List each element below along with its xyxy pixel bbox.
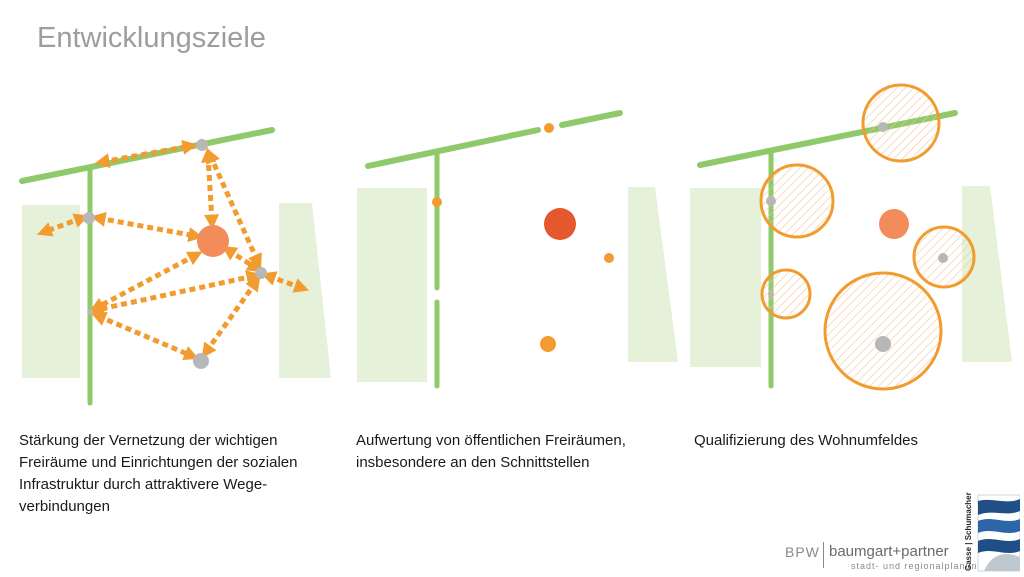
center-node bbox=[879, 209, 909, 239]
residential-area-bottom bbox=[823, 271, 943, 391]
connector-right-out bbox=[260, 271, 310, 293]
green-area-right bbox=[962, 186, 1012, 362]
green-area-right bbox=[628, 187, 678, 362]
caption-line: Aufwertung von öffentlichen Freiräumen, bbox=[356, 432, 626, 449]
open-space-center bbox=[544, 208, 576, 240]
connector-top-center bbox=[200, 147, 220, 230]
connector-left-center bbox=[90, 211, 204, 243]
open-space-bottom bbox=[540, 336, 556, 352]
connector-left-out bbox=[36, 213, 90, 237]
node-right bbox=[938, 253, 948, 263]
caption-open-spaces: Aufwertung von öffentlichen Freiräumen, … bbox=[356, 430, 666, 474]
partner-logo: Gasse | Schumacher bbox=[962, 492, 1020, 573]
caption-line: Infrastruktur durch attraktivere Wege- bbox=[19, 476, 268, 493]
node-bottom bbox=[193, 353, 209, 369]
page-title: Entwicklungsziele bbox=[37, 22, 266, 54]
node-bottom bbox=[875, 336, 891, 352]
green-area-left bbox=[22, 205, 80, 378]
open-space-top bbox=[544, 123, 554, 133]
panel-3-residential bbox=[690, 83, 1012, 391]
node-upper-left bbox=[766, 196, 776, 206]
node-top bbox=[878, 122, 888, 132]
green-area-right bbox=[279, 203, 331, 378]
open-space-left bbox=[432, 197, 442, 207]
partner-logo-icon bbox=[977, 494, 1020, 572]
node-right bbox=[255, 267, 267, 279]
connector-right-bottom bbox=[201, 275, 261, 359]
green-area-left bbox=[357, 188, 427, 382]
caption-line: Stärkung der Vernetzung der wichtigen bbox=[19, 432, 278, 449]
residential-area-lower-left bbox=[760, 268, 812, 320]
caption-residential: Qualifizierung des Wohnumfeldes bbox=[694, 430, 1004, 452]
caption-line: Qualifizierung des Wohnumfeldes bbox=[694, 432, 919, 449]
partner-logo-text: Gasse | Schumacher bbox=[964, 492, 973, 571]
node-top bbox=[196, 139, 208, 151]
company-subtitle: stadt- und regionalplanung bbox=[851, 561, 984, 571]
connector-center-right bbox=[221, 245, 263, 273]
panel-2-open-spaces bbox=[357, 110, 678, 389]
caption-network: Stärkung der Vernetzung der wichtigen Fr… bbox=[19, 430, 329, 518]
logo-separator bbox=[823, 542, 824, 568]
open-space-right bbox=[604, 253, 614, 263]
caption-line: Freiräume und Einrichtungen der sozialen bbox=[19, 454, 298, 471]
bpw-label: BPW bbox=[785, 544, 820, 560]
company-name: baumgart+partner bbox=[829, 543, 949, 560]
green-path-diagonal-right bbox=[559, 110, 623, 128]
node-lower-left bbox=[87, 309, 93, 315]
caption-line: verbindungen bbox=[19, 498, 110, 515]
connector-right-lower-left bbox=[88, 270, 262, 316]
node-left bbox=[83, 212, 95, 224]
central-node bbox=[197, 225, 229, 257]
node-lower-left bbox=[768, 291, 774, 297]
panel-1-network bbox=[19, 127, 331, 406]
green-path-diagonal-left bbox=[365, 127, 541, 169]
residential-area-top bbox=[861, 83, 941, 163]
green-area-left bbox=[690, 188, 761, 367]
caption-line: insbesondere an den Schnittstellen bbox=[356, 454, 590, 471]
connector-top-left bbox=[94, 139, 198, 169]
connector-lower-left-bottom bbox=[91, 312, 199, 360]
residential-area-upper-left bbox=[759, 163, 835, 239]
